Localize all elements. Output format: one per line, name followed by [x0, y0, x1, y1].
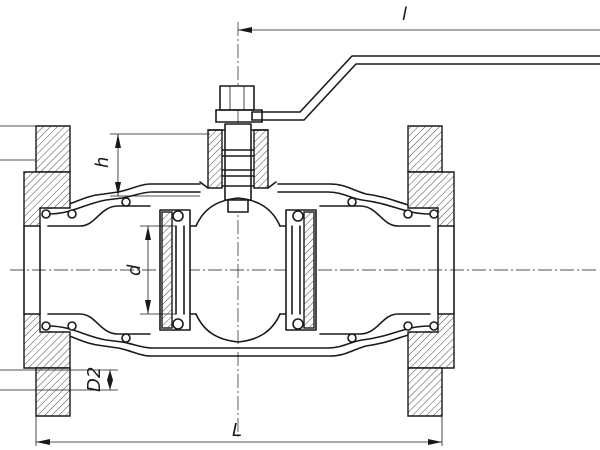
- flange-left: [23, 125, 71, 417]
- label-bolt-hole: D2: [84, 367, 105, 392]
- dimension-overall-length: L: [35, 416, 443, 446]
- flange-right: [407, 125, 455, 417]
- label-handle-length: l: [402, 4, 407, 25]
- dimension-bolt-hole: D2: [0, 367, 118, 392]
- dimension-stem-height: h: [92, 133, 210, 197]
- dimension-bore-diameter: d: [124, 225, 176, 315]
- dimension-handle-length: l: [238, 4, 600, 33]
- handle-lever: [251, 55, 600, 121]
- extension-lines-left: [0, 125, 36, 161]
- label-stem-height: h: [92, 157, 113, 168]
- valve-body: [41, 183, 439, 357]
- label-bore-diameter: d: [124, 264, 145, 276]
- label-overall-length: L: [232, 420, 242, 441]
- seat-right: [285, 209, 317, 331]
- seat-left: [159, 209, 191, 331]
- stem-assembly: [199, 85, 277, 213]
